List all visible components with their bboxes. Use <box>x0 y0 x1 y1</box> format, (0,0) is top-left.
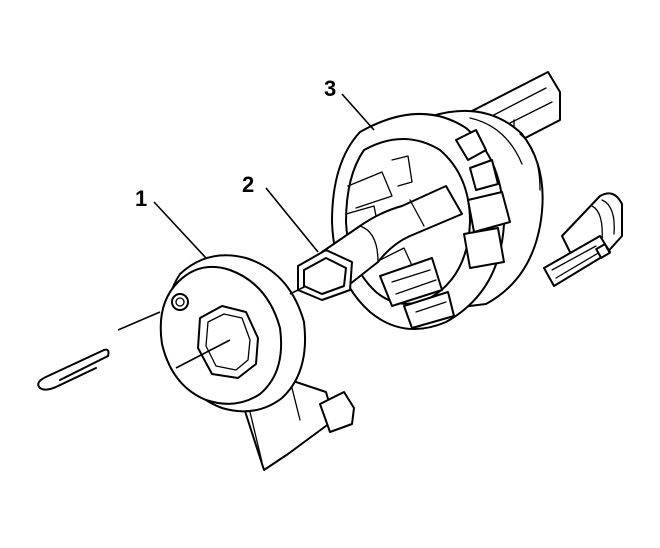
callout-label-3: 3 <box>324 76 336 101</box>
ignition-switch <box>159 254 355 471</box>
alignment-centerline <box>117 285 307 369</box>
actuator-shaft <box>297 185 463 301</box>
electrical-connector <box>543 235 611 287</box>
callout-label-1: 1 <box>135 186 147 211</box>
callout-label-2: 2 <box>242 172 254 197</box>
paper-clip-tool <box>37 348 110 391</box>
callout-leaders <box>153 93 375 259</box>
